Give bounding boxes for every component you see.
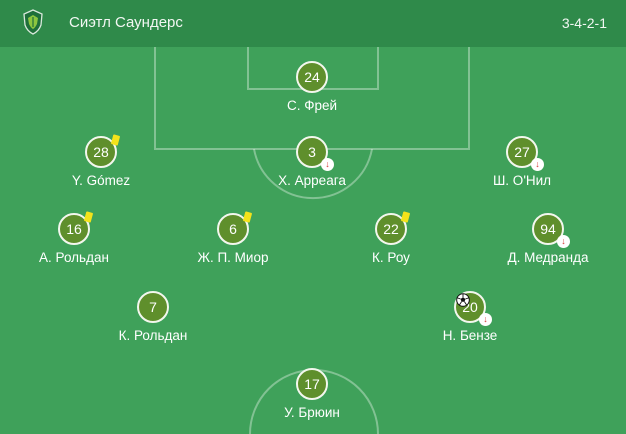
player-marker[interactable]: 28 Y. Gómez	[41, 134, 161, 188]
player-number-badge: 22	[375, 211, 411, 245]
yellow-card-icon	[83, 211, 94, 223]
player-name: С. Фрей	[286, 98, 338, 113]
substitution-out-icon: ↓	[321, 158, 334, 171]
substitution-out-icon: ↓	[531, 158, 544, 171]
player-number-badge: 7	[137, 291, 169, 323]
player-marker[interactable]: 27↓ Ш. О'Нил	[462, 136, 582, 188]
player-name: Х. Арреага	[278, 173, 346, 188]
player-number: 28	[93, 144, 109, 160]
player-number: 24	[304, 69, 320, 85]
player-name: А. Рольдан	[39, 250, 109, 265]
player-name: Д. Медранда	[507, 250, 589, 265]
player-number-badge: 16	[58, 211, 94, 245]
player-name: Ш. О'Нил	[492, 173, 552, 188]
player-number: 3	[308, 144, 316, 160]
player-marker[interactable]: 24 С. Фрей	[252, 61, 372, 113]
lineup-header: Сиэтл Саундерс 3-4-2-1	[0, 0, 626, 47]
player-marker[interactable]: 17 У. Брюин	[252, 368, 372, 420]
player-marker[interactable]: 20↓ Н. Бензе	[410, 291, 530, 343]
player-marker[interactable]: 7 К. Рольдан	[93, 291, 213, 343]
player-number: 94	[540, 221, 556, 237]
player-number-badge: 6	[217, 211, 253, 245]
player-name: К. Роу	[372, 250, 410, 265]
substitution-out-icon: ↓	[557, 235, 570, 248]
player-number: 16	[66, 221, 82, 237]
seattle-sounders-crest-icon	[23, 9, 43, 35]
player-number-badge: 20↓	[454, 291, 492, 326]
team-name: Сиэтл Саундерс	[69, 14, 183, 31]
formation-label: 3-4-2-1	[561, 15, 607, 31]
player-name: К. Рольдан	[118, 328, 188, 343]
yellow-card-icon	[110, 134, 121, 146]
player-number: 7	[149, 299, 157, 315]
player-number-badge: 24	[296, 61, 328, 93]
substitution-out-icon: ↓	[479, 313, 492, 326]
goal-ball-icon	[456, 293, 470, 307]
player-number: 22	[383, 221, 399, 237]
player-number-badge: 94↓	[532, 213, 570, 248]
player-marker[interactable]: 94↓ Д. Медранда	[488, 213, 608, 265]
player-marker[interactable]: 16 А. Рольдан	[14, 211, 134, 265]
player-marker[interactable]: 22 К. Роу	[331, 211, 451, 265]
player-number-badge: 28	[85, 134, 121, 168]
player-number: 6	[229, 221, 237, 237]
player-name: Y. Gómez	[71, 173, 131, 188]
player-number-badge: 17	[296, 368, 328, 400]
player-number: 27	[514, 144, 530, 160]
player-marker[interactable]: 6 Ж. П. Миор	[173, 211, 293, 265]
player-name: Н. Бензе	[442, 328, 498, 343]
yellow-card-icon	[242, 211, 253, 223]
player-name: У. Брюин	[284, 405, 340, 420]
player-marker[interactable]: 3↓Х. Арреага	[252, 136, 372, 188]
player-number-badge: 27↓	[506, 136, 544, 171]
yellow-card-icon	[400, 211, 411, 223]
player-number: 17	[304, 376, 320, 392]
player-name: Ж. П. Миор	[197, 250, 269, 265]
player-number-badge: 3↓	[296, 136, 334, 171]
